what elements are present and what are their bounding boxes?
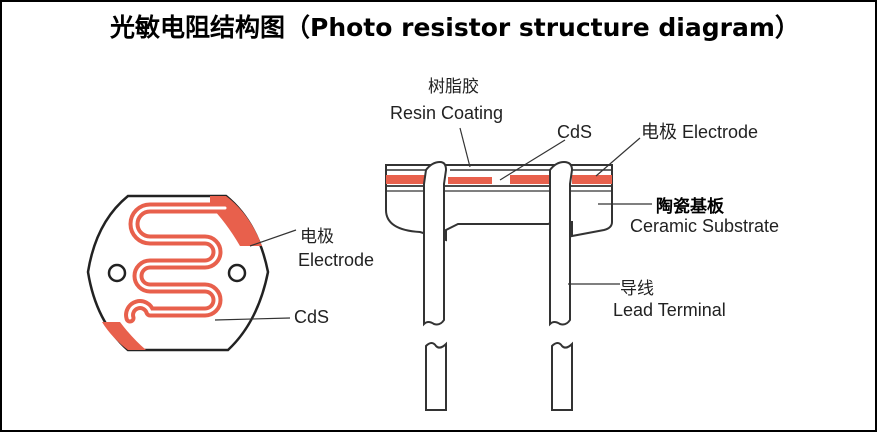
leader-electrode: [595, 137, 641, 177]
lead-terminal-right-upper: [549, 160, 574, 327]
cds-serpentine-core: [128, 206, 227, 320]
label-resin-cn: 树脂胶: [428, 77, 479, 97]
page-title: 光敏电阻结构图（Photo resistor structure diagram…: [110, 13, 800, 42]
leader-cds-top: [214, 317, 291, 321]
label-electrode-en: Electrode: [298, 250, 375, 270]
cross-section: [385, 127, 652, 411]
cds-layer-right: [572, 175, 612, 184]
lead-terminal-left-upper: [423, 160, 448, 327]
electrode-region-bottom: [102, 322, 146, 350]
label-lead-cn: 导线: [620, 279, 654, 299]
top-view: [86, 194, 297, 352]
cds-layer-middle-a: [448, 177, 492, 184]
leader-cds: [499, 139, 566, 181]
leader-resin: [459, 127, 471, 168]
label-cds-cross: CdS: [557, 122, 593, 142]
label-resin-en: Resin Coating: [390, 103, 504, 123]
leader-electrode-top: [249, 229, 297, 247]
label-substrate-en: Ceramic Substrate: [630, 216, 780, 236]
label-lead-en: Lead Terminal: [613, 300, 726, 320]
lead-terminal-left-lower: [425, 341, 447, 411]
mounting-hole-left: [107, 263, 127, 283]
label-cds-top-view: CdS: [294, 307, 330, 327]
label-electrode-cross: 电极 Electrode: [641, 122, 759, 142]
mounting-hole-right: [227, 263, 247, 283]
label-substrate-cn: 陶瓷基板: [656, 197, 724, 217]
cds-layer-middle-b: [510, 175, 554, 184]
lead-terminal-right-lower: [551, 341, 573, 411]
cds-layer-left: [386, 175, 430, 184]
label-electrode-cn: 电极: [300, 227, 334, 247]
